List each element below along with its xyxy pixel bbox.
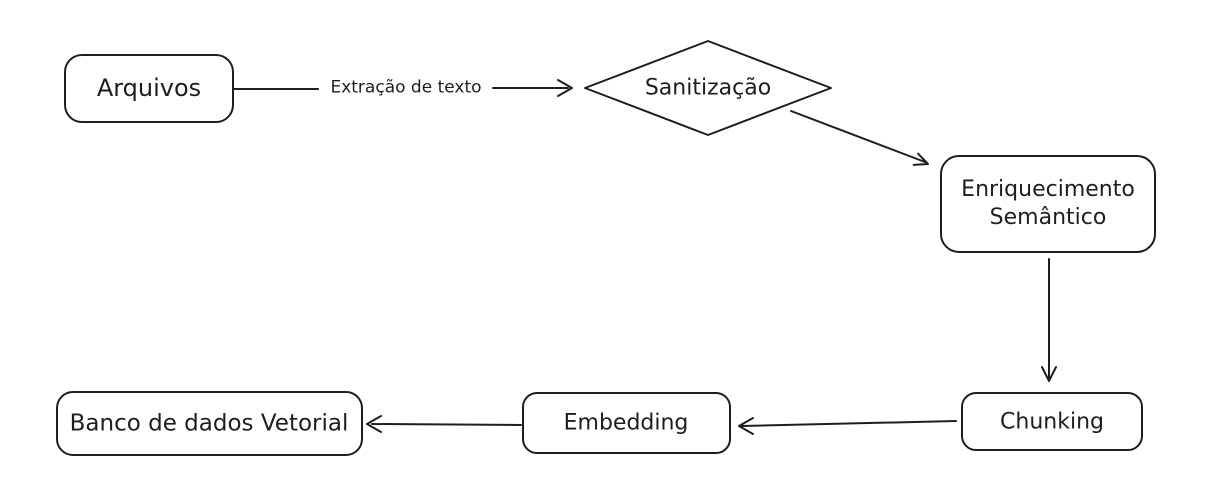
arrowhead-left-icon [738,417,754,435]
edge-chunking-embedding [738,417,957,435]
node-enriquecimento-label-line2: Semântico [989,205,1107,230]
node-chunking-shape [961,392,1143,451]
node-enriquecimento-label: Enriquecimento Semântico [961,176,1135,232]
node-sanitizacao-label: Sanitização [644,75,772,101]
node-embedding-label: Embedding [563,410,689,436]
edge-sanitizacao-enriquecimento [790,110,929,166]
node-embedding-shape [522,392,731,454]
node-arquivos-label: Arquivos [96,74,202,102]
edge-enriquecimento-chunking [1041,258,1057,382]
node-banco-label: Banco de dados Vetorial [69,410,349,437]
edge-embedding-banco [366,415,522,433]
arrowhead-down-icon [1041,366,1057,382]
node-chunking-label: Chunking [1000,409,1104,435]
arrowhead-right-icon [557,79,573,97]
node-banco-shape [56,391,363,456]
node-enriquecimento-label-line1: Enriquecimento [961,177,1135,202]
node-enriquecimento-shape [940,155,1156,253]
edge-extracao-label: Extração de texto [330,77,482,98]
edge-arquivos-sanitizacao [232,79,573,97]
arrowhead-downright-icon [912,152,929,166]
node-sanitizacao-shape [584,40,832,136]
arrowhead-left-icon [366,415,382,433]
